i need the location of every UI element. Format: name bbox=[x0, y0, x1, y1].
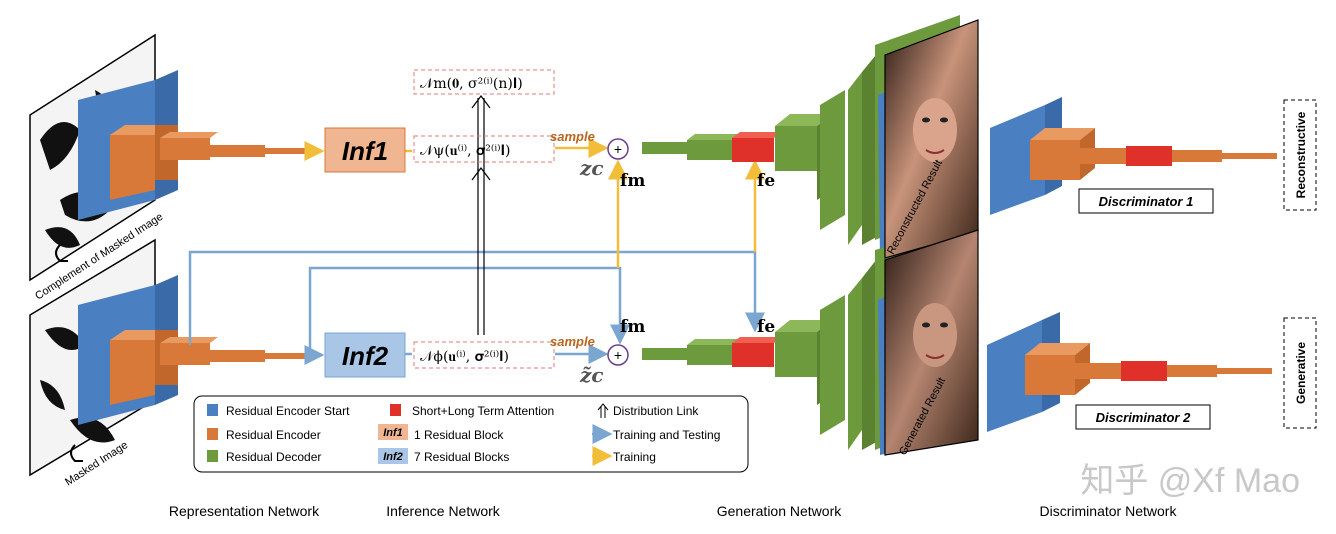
legend-inf2-swatch bbox=[378, 448, 408, 464]
legend-decoder-text: Residual Decoder bbox=[226, 450, 321, 464]
legend-inf1-text: 1 Residual Block bbox=[414, 428, 504, 442]
prior-formula: 𝒩m(𝟎, σ²⁽ⁱ⁾(n)𝐈) bbox=[420, 76, 523, 92]
inf1-label: Inf1 bbox=[342, 136, 388, 166]
legend-inf2-tag: Inf2 bbox=[383, 451, 403, 463]
fe-bottom-label: fe bbox=[757, 317, 775, 337]
zc-bottom-label: z̃c bbox=[579, 363, 604, 387]
discriminator-1-label: Discriminator 1 bbox=[1099, 194, 1194, 209]
curl-arrow-bottom bbox=[70, 444, 83, 462]
generative-label: Generative bbox=[1294, 342, 1308, 404]
svg-text:+: + bbox=[614, 347, 622, 363]
section-generation: Generation Network bbox=[717, 503, 843, 519]
legend-distribution-text: Distribution Link bbox=[613, 404, 699, 418]
discriminator-2-label: Discriminator 2 bbox=[1096, 410, 1191, 425]
watermark: 知乎 @Xf Mao bbox=[1080, 462, 1300, 500]
legend-attention-swatch bbox=[390, 404, 401, 416]
bottom-formula-box bbox=[413, 341, 555, 369]
curl-arrow-top bbox=[55, 244, 68, 262]
fm-bottom-label: fm bbox=[620, 317, 645, 337]
section-representation: Representation Network bbox=[169, 503, 320, 519]
fe-top-label: fe bbox=[757, 171, 775, 191]
legend-train-text: Training bbox=[613, 450, 656, 464]
legend-inf1-swatch bbox=[378, 424, 408, 440]
legend: Residual Encoder Start Residual Encoder … bbox=[193, 395, 749, 473]
discriminator-1-box bbox=[1078, 188, 1214, 214]
legend-train-test-text: Training and Testing bbox=[613, 428, 720, 442]
inf1-box: Inf1 bbox=[324, 127, 406, 173]
legend-encoder-start-text: Residual Encoder Start bbox=[226, 404, 350, 418]
discriminator-2-box bbox=[1075, 404, 1211, 430]
svg-text:+: + bbox=[614, 141, 622, 157]
legend-inf2-text: 7 Residual Blocks bbox=[414, 450, 509, 464]
inf2-label: Inf2 bbox=[342, 341, 389, 371]
reconstructive-label: Reconstructive bbox=[1294, 111, 1308, 198]
bottom-formula: 𝒩ϕ(𝐮⁽ⁱ⁾, 𝛔²⁽ⁱ⁾𝐈) bbox=[420, 349, 509, 365]
section-inference: Inference Network bbox=[386, 503, 501, 519]
discriminator-2 bbox=[987, 312, 1272, 432]
reconstructed-result-image bbox=[884, 19, 979, 259]
plus-node-top: + bbox=[607, 138, 629, 160]
legend-distribution-arrow-icon bbox=[597, 403, 609, 418]
training-testing-lines bbox=[188, 250, 765, 365]
top-formula-box bbox=[413, 135, 555, 163]
section-discriminator: Discriminator Network bbox=[1040, 503, 1178, 519]
fm-top-label: fm bbox=[620, 171, 645, 191]
prior-formula-box bbox=[413, 69, 555, 95]
legend-encoder-swatch bbox=[207, 428, 218, 440]
zc-top-label: zc bbox=[579, 156, 604, 180]
inf2-box: Inf2 bbox=[324, 332, 406, 378]
sample-label-top: sample bbox=[550, 129, 595, 144]
generative-box bbox=[1283, 317, 1317, 429]
legend-encoder-start-swatch bbox=[207, 404, 218, 416]
discriminator-1 bbox=[990, 97, 1277, 215]
encoder-bottom bbox=[78, 275, 310, 425]
distribution-link-arrows bbox=[471, 95, 491, 335]
training-lines bbox=[304, 138, 765, 268]
legend-attention-text: Short+Long Term Attention bbox=[412, 404, 554, 418]
plus-node-bottom: + bbox=[607, 344, 629, 366]
sample-label-bottom: sample bbox=[550, 334, 595, 349]
legend-decoder-swatch bbox=[207, 450, 218, 462]
legend-inf1-tag: Inf1 bbox=[383, 427, 403, 439]
top-formula: 𝒩ψ(𝐮⁽ⁱ⁾, 𝛔²⁽ⁱ⁾𝐈) bbox=[420, 143, 510, 159]
encoder-top bbox=[78, 70, 310, 220]
reconstructive-box bbox=[1283, 99, 1317, 211]
legend-encoder-text: Residual Encoder bbox=[226, 428, 321, 442]
generated-result-image bbox=[884, 229, 979, 456]
